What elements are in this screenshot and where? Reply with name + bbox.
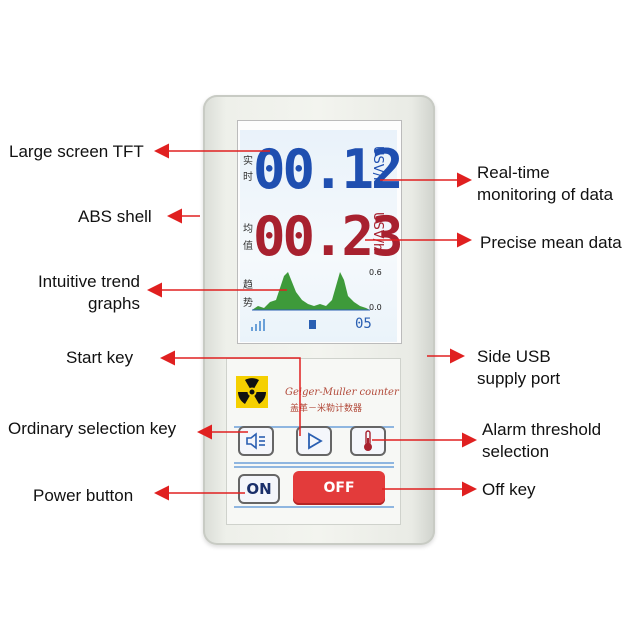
mean-cn-2: 值 (243, 241, 253, 252)
off-button[interactable]: OFF (293, 471, 385, 505)
trend-scale-max: 0.6 (369, 268, 382, 277)
power-button[interactable]: ON (238, 474, 280, 504)
start-key[interactable] (296, 426, 332, 456)
realtime-value: 00.12 (253, 138, 404, 201)
trend-cn-2: 势 (243, 298, 253, 309)
arrow-start-key (160, 350, 301, 436)
status-indicator (309, 320, 316, 329)
label-alarm: Alarm threshold selection (482, 419, 601, 463)
on-label: ON (246, 480, 272, 498)
label-mean-data: Precise mean data (480, 233, 622, 252)
play-icon (308, 432, 323, 450)
trend-graph (252, 272, 370, 311)
brand-english: Geiger-Muller counter (285, 387, 399, 398)
label-start-key: Start key (66, 348, 134, 367)
label-off-key: Off key (482, 480, 536, 499)
mean-value: 00.23 (253, 205, 404, 268)
label-large-screen: Large screen TFT (9, 142, 144, 161)
radiation-icon (236, 376, 268, 408)
label-usb-line2: supply port (477, 369, 561, 388)
ordinary-selection-key[interactable] (238, 426, 274, 456)
label-trend-graphs: Intuitive trend graphs (20, 271, 140, 315)
label-realtime-line1: Real-time (477, 163, 550, 182)
brand-chinese: 盖革－米勒计数器 (290, 404, 363, 414)
speaker-icon (246, 432, 265, 450)
label-alarm-line1: Alarm threshold (482, 420, 602, 439)
label-realtime: Real-time monitoring of data (477, 162, 613, 206)
realtime-cn-1: 实 (243, 156, 253, 167)
time-label: 05 (355, 316, 372, 332)
thermometer-icon (364, 430, 372, 451)
off-label: OFF (323, 480, 355, 496)
label-alarm-line2: selection (482, 442, 550, 461)
label-abs-shell: ABS shell (78, 207, 152, 226)
trend-area (252, 272, 370, 310)
trend-cn-1: 趋 (243, 280, 253, 291)
trend-scale-min: 0.0 (369, 303, 382, 312)
signal-icon (251, 319, 265, 331)
label-usb: Side USB supply port (477, 346, 560, 390)
label-usb-line1: Side USB (477, 347, 551, 366)
label-power-button: Power button (33, 486, 134, 505)
stripe-4 (234, 506, 394, 508)
label-realtime-line2: monitoring of data (477, 185, 614, 204)
alarm-threshold-key[interactable] (350, 426, 386, 456)
mean-cn-1: 均 (243, 224, 253, 235)
realtime-cn-2: 时 (243, 172, 253, 183)
stripe-3 (234, 466, 394, 468)
label-trend-line1: Intuitive trend (37, 272, 140, 291)
stripe-2 (234, 462, 394, 464)
label-ordinary-selection-key: Ordinary selection key (8, 419, 177, 438)
label-trend-line2: graphs (88, 294, 140, 313)
